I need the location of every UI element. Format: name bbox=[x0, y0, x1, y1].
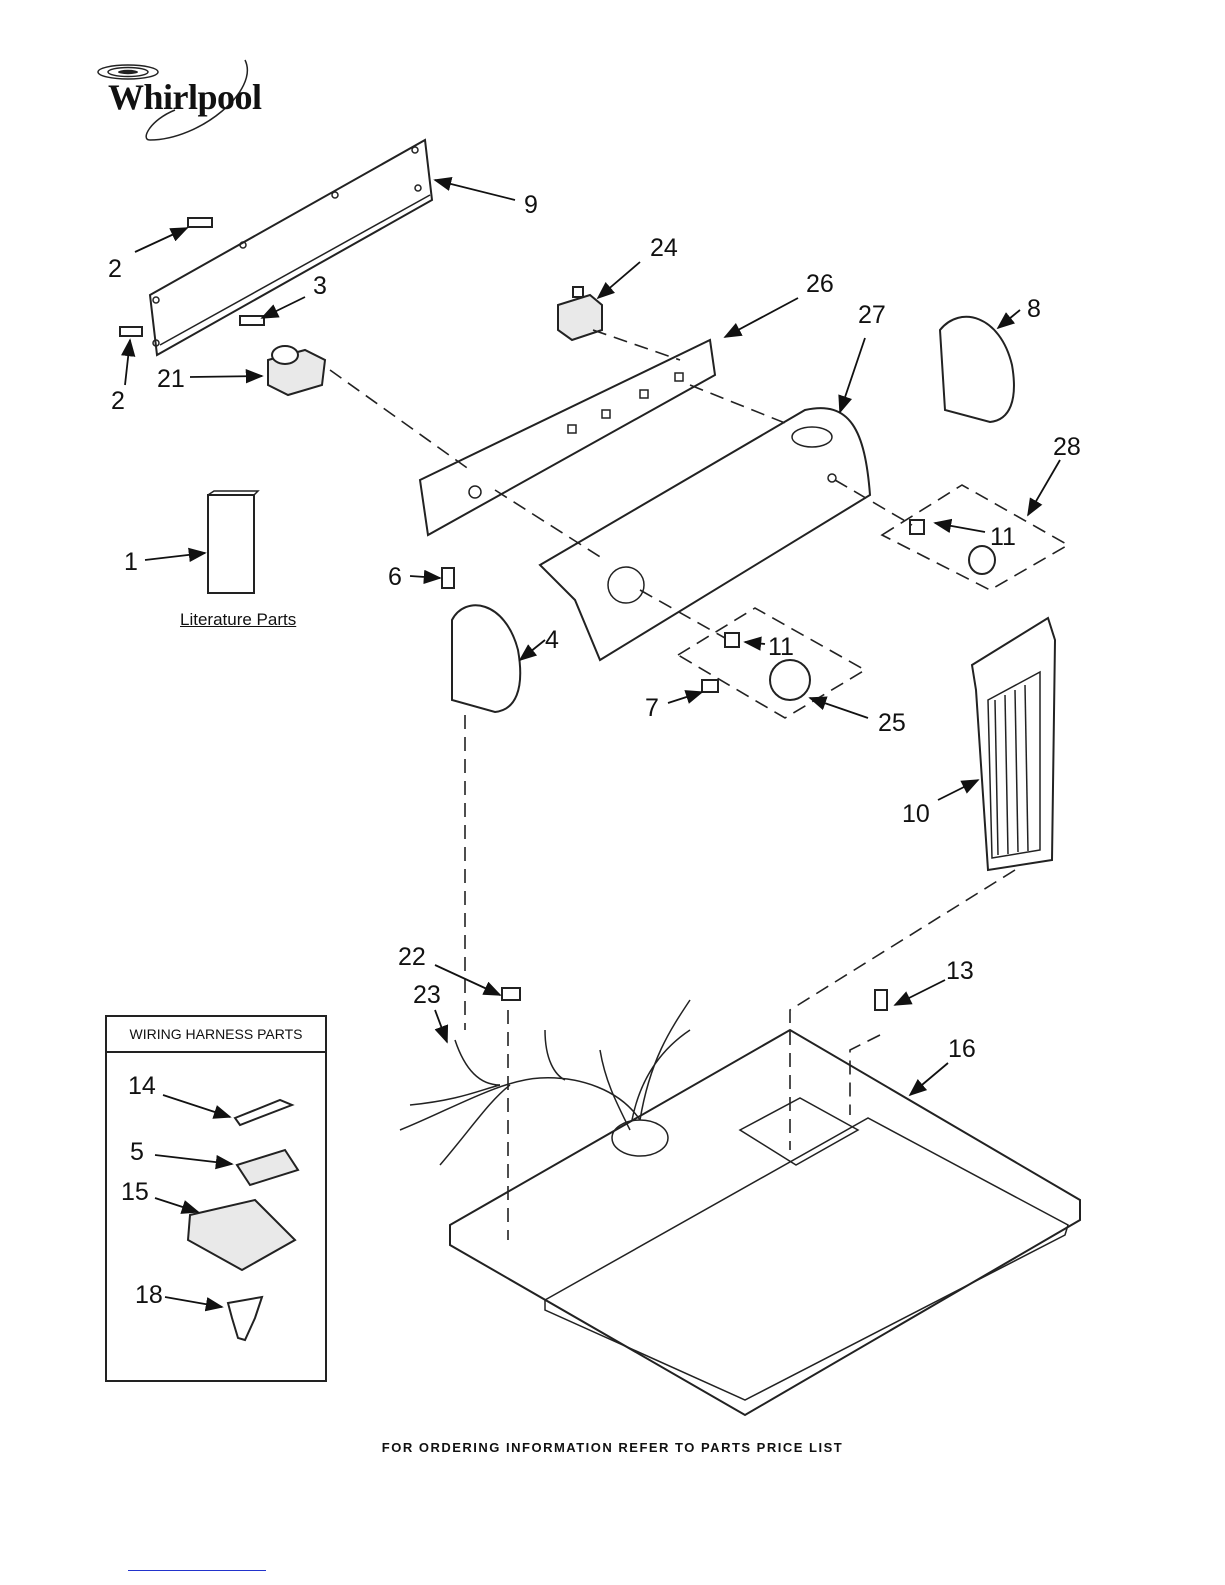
part-10-lint-screen bbox=[972, 618, 1055, 870]
part-22-clip bbox=[502, 988, 520, 1000]
callout-27: 27 bbox=[858, 301, 886, 329]
part-16-top-panel bbox=[450, 1030, 1080, 1415]
callout-26: 26 bbox=[806, 270, 834, 298]
part-1-literature bbox=[208, 491, 258, 593]
screw-6 bbox=[442, 568, 454, 588]
callout-23: 23 bbox=[413, 981, 441, 1009]
callout-24: 24 bbox=[650, 234, 678, 262]
callout-6: 6 bbox=[388, 563, 402, 591]
callout-2-upper: 2 bbox=[108, 255, 122, 283]
callout-11-lower: 11 bbox=[768, 633, 794, 661]
screw-2-lower bbox=[120, 327, 142, 336]
callout-11-upper: 11 bbox=[990, 523, 1016, 551]
screw-13 bbox=[875, 990, 887, 1010]
screw-7 bbox=[702, 680, 718, 692]
callout-13: 13 bbox=[946, 957, 974, 985]
screw-3 bbox=[240, 316, 264, 325]
ordering-info-footer: FOR ORDERING INFORMATION REFER TO PARTS … bbox=[0, 1440, 1225, 1455]
part-9-rear-panel bbox=[150, 140, 432, 355]
callout-25: 25 bbox=[878, 709, 906, 737]
part-24-timer bbox=[558, 287, 602, 340]
callout-4: 4 bbox=[545, 626, 559, 654]
callout-1: 1 bbox=[124, 548, 138, 576]
wiring-harness-box: WIRING HARNESS PARTS bbox=[105, 1015, 327, 1382]
brand-logo-text: Whirlpool bbox=[108, 76, 262, 118]
part-8-end-cap bbox=[940, 317, 1014, 422]
part-28-knob-kit bbox=[882, 485, 1068, 590]
callout-28: 28 bbox=[1053, 433, 1081, 461]
literature-parts-label: Literature Parts bbox=[180, 610, 296, 630]
callout-10: 10 bbox=[902, 800, 930, 828]
callout-3: 3 bbox=[313, 272, 327, 300]
callout-21: 21 bbox=[157, 365, 185, 393]
screw-2-upper bbox=[188, 218, 212, 227]
callout-2-lower: 2 bbox=[111, 387, 125, 415]
callout-22: 22 bbox=[398, 943, 426, 971]
part-25-knob-kit bbox=[678, 608, 865, 718]
bottom-link-underline[interactable] bbox=[128, 1570, 266, 1571]
callout-16: 16 bbox=[948, 1035, 976, 1063]
part-4-end-cap bbox=[452, 605, 520, 712]
callout-9: 9 bbox=[524, 191, 538, 219]
callout-7: 7 bbox=[645, 694, 659, 722]
callout-8: 8 bbox=[1027, 295, 1041, 323]
wiring-harness-title: WIRING HARNESS PARTS bbox=[107, 1017, 325, 1053]
part-21-switch bbox=[268, 346, 325, 395]
